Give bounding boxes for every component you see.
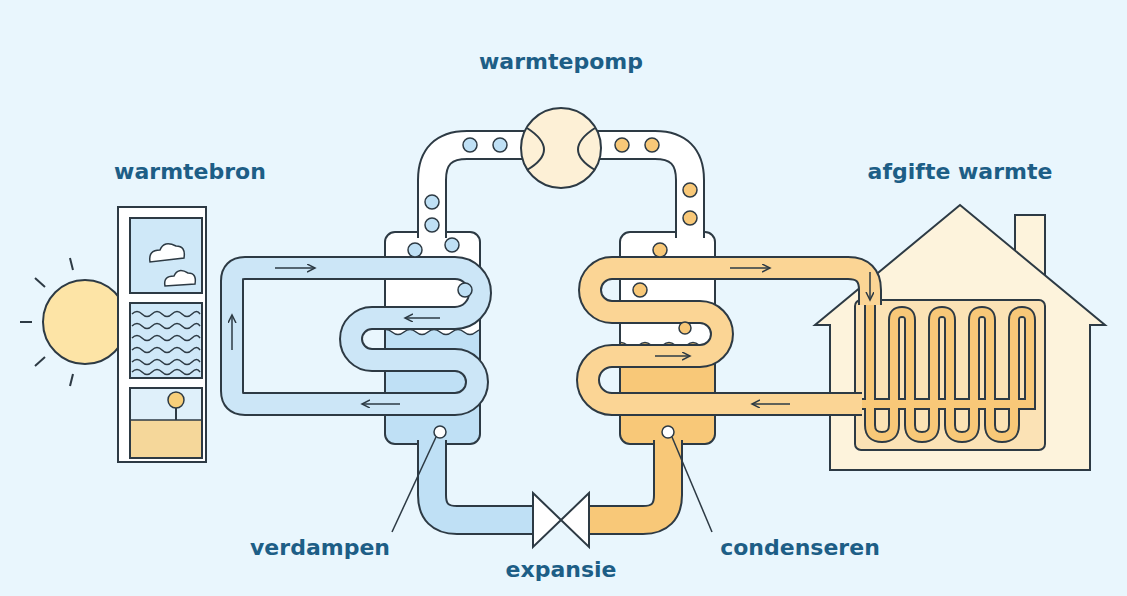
compressor <box>521 108 601 188</box>
part-label: condenseren <box>720 535 880 561</box>
radiator-coil <box>862 305 1030 437</box>
refrigerant-bubbles <box>408 138 697 334</box>
cold-loop-pipe <box>232 268 480 404</box>
flow-arrows <box>232 268 870 404</box>
part-label: verdampen <box>250 535 390 561</box>
part-label: afgifte warmte <box>868 159 1053 185</box>
liquid-pipe <box>432 440 668 520</box>
heat-source-panel <box>118 207 206 462</box>
sun <box>20 258 127 386</box>
part-label: warmtepomp <box>479 49 643 75</box>
house <box>815 205 1105 470</box>
part-label: expansie <box>506 557 617 583</box>
leader-lines <box>392 426 712 532</box>
warm-loop-pipe <box>588 268 870 404</box>
part-label: warmtebron <box>114 159 266 185</box>
expansion-valve <box>533 493 589 547</box>
